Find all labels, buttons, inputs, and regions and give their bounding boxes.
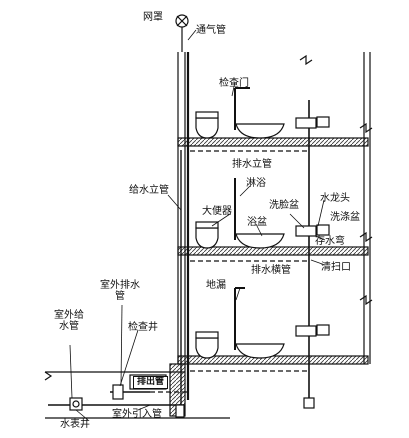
outdoor-supply-pipe-label: 室外给水管 [54, 310, 84, 332]
inspection-well-label: 检查井 [128, 322, 158, 333]
inspection-door-label: 检查门 [219, 78, 249, 89]
floor-fixtures [195, 87, 330, 359]
vent-cap [175, 14, 189, 52]
outfall-pipe-label: 排出管 [133, 376, 169, 389]
leader-lines [69, 29, 326, 421]
vent-cap-label: 网罩 [143, 12, 163, 23]
vent-pipe-label: 通气管 [196, 25, 226, 36]
shower-label: 淋浴 [246, 178, 266, 189]
building-walls [177, 52, 373, 364]
meter-well-label: 水表井 [60, 419, 90, 430]
stack-feet [175, 397, 315, 418]
floor-slabs [177, 137, 369, 365]
outdoor-drain-pipe-label: 室外排水管 [100, 280, 140, 302]
sink-label: 洗涤盆 [330, 212, 360, 223]
water-supply-riser-label: 给水立管 [129, 185, 169, 196]
toilet-label: 大便器 [202, 206, 232, 217]
cleanout-label: 清扫口 [321, 262, 351, 273]
drain-branches [150, 150, 310, 393]
drain-riser-label: 排水立管 [232, 159, 272, 170]
floor-drain-label: 地漏 [206, 280, 226, 291]
meter-well [69, 397, 83, 411]
washbasin-label: 洗脸盆 [269, 200, 299, 211]
faucet-label: 水龙头 [320, 193, 350, 204]
bathtub-label: 浴盆 [247, 217, 267, 228]
trap-label: 存水弯 [315, 236, 345, 247]
drain-branch-label: 排水横管 [251, 265, 291, 276]
inspection-well [112, 384, 124, 400]
service-pipe-label: 室外引入管 [112, 409, 162, 420]
